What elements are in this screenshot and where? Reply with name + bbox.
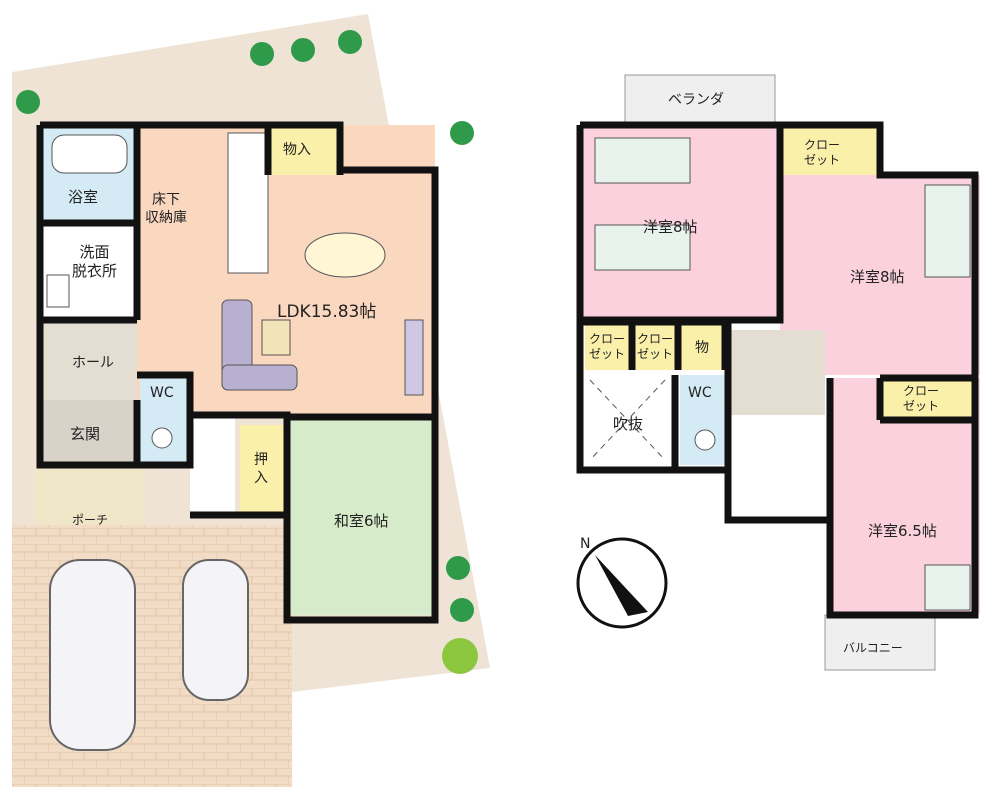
label-closet-b: クロー ゼット — [637, 332, 674, 361]
label-storage-small: 物 — [695, 340, 709, 356]
tree-icon — [291, 38, 315, 62]
bed — [594, 137, 691, 184]
bathtub — [51, 134, 128, 174]
kitchen-counter — [227, 132, 269, 274]
oshiire-closet — [240, 425, 287, 515]
washitsu-room — [287, 420, 435, 615]
label-closet-a: クロー ゼット — [589, 332, 626, 361]
closet-a-area — [585, 325, 630, 370]
label-entrance: 玄関 — [70, 425, 101, 443]
tree-icon — [450, 598, 474, 622]
bed — [924, 184, 971, 278]
sofa-side — [221, 364, 298, 391]
label-washroom: 洗面 脱衣所 — [72, 243, 118, 280]
hall-2 — [730, 330, 825, 415]
stairs-floor1 — [190, 415, 235, 515]
label-void: 吹抜 — [613, 415, 644, 433]
veranda — [624, 74, 776, 126]
label-wc: WC — [150, 385, 174, 401]
tree-icon — [450, 121, 474, 145]
walls-floor2 — [576, 121, 979, 619]
closet-right — [880, 378, 972, 420]
storage-small-area — [680, 325, 725, 370]
compass-arrow — [595, 555, 648, 616]
label-oshiire: 押 入 — [254, 452, 268, 486]
floor2 — [576, 74, 980, 671]
tree-icon — [338, 30, 362, 54]
toilet-2 — [694, 429, 716, 451]
bed — [924, 564, 971, 611]
label-underfloor-storage: 床下 収納庫 — [145, 192, 187, 226]
porch — [35, 465, 145, 525]
closet-b-area — [633, 325, 678, 370]
label-bath: 浴室 — [68, 188, 99, 206]
label-washitsu: 和室6帖 — [334, 512, 389, 530]
label-balcony: バルコニー — [843, 641, 903, 655]
tree-icon — [16, 90, 40, 114]
car-left — [49, 559, 136, 751]
label-closet-top: クロー ゼット — [804, 138, 841, 167]
walls-floor1 — [36, 121, 439, 624]
floor1 — [12, 14, 490, 787]
label-veranda: ベランダ — [668, 92, 724, 108]
wc-room — [140, 375, 190, 465]
label-youshitsu-6-5: 洋室6.5帖 — [868, 522, 937, 540]
stairs-floor2 — [728, 420, 828, 520]
label-youshitsu-8-left: 洋室8帖 — [643, 218, 698, 236]
tree-icons — [16, 30, 478, 674]
label-youshitsu-8-right: 洋室8帖 — [850, 268, 905, 286]
label-porch: ポーチ — [72, 513, 109, 527]
label-ldk: LDK15.83帖 — [277, 302, 377, 322]
void-cross — [589, 379, 666, 461]
tree-icon — [442, 638, 478, 674]
closet-top — [780, 125, 880, 175]
bed — [594, 224, 691, 271]
sink — [46, 274, 70, 308]
tv-stand — [404, 319, 424, 396]
coffee-table — [261, 319, 291, 356]
tree-icon — [250, 42, 274, 66]
toilet — [151, 427, 173, 449]
dining-table — [304, 232, 386, 278]
compass — [576, 537, 668, 629]
label-wc-2: WC — [688, 385, 712, 401]
entrance — [40, 400, 137, 465]
label-storage: 物入 — [283, 142, 311, 158]
label-closet-right: クロー ゼット — [903, 384, 940, 413]
label-compass: N — [580, 536, 591, 552]
label-hall: ホール — [72, 355, 114, 371]
storage-closet — [268, 125, 338, 175]
tree-icon — [446, 556, 470, 580]
car-right — [182, 559, 249, 701]
balcony — [824, 614, 936, 671]
